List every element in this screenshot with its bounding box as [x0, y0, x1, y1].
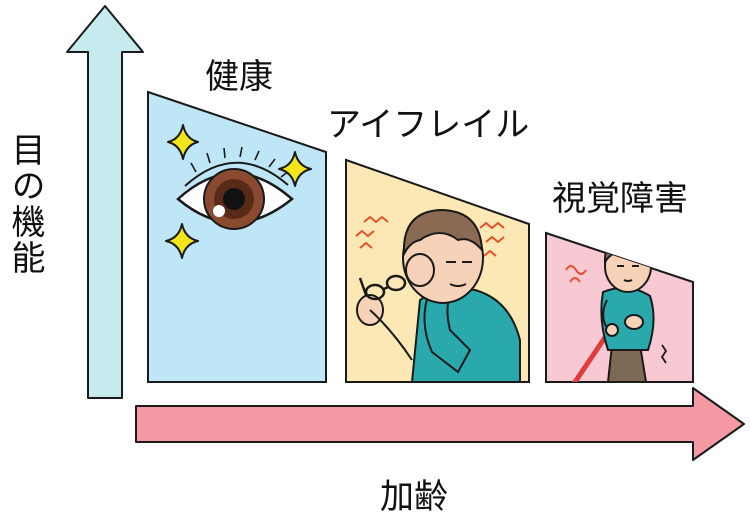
rubbing-eyes-man-icon	[355, 208, 521, 382]
x-axis-label: 加齢	[380, 477, 448, 517]
sparkle-icon	[278, 151, 312, 187]
x-axis-arrow	[135, 387, 745, 461]
stage-panel-visual-impairment	[545, 231, 694, 383]
y-axis-arrow	[66, 5, 144, 399]
sparkle-icon	[165, 223, 199, 259]
stage-panel-healthy	[147, 90, 327, 383]
stage-label-visual-impairment: 視覚障害	[552, 179, 688, 219]
sparkle-icon	[167, 124, 199, 160]
eye-icon	[176, 146, 294, 230]
glasses-icon	[358, 274, 407, 301]
y-axis-label: 目の機能	[5, 132, 45, 276]
stage-label-eye-frailty: アイフレイル	[327, 105, 530, 145]
stage-label-healthy: 健康	[205, 57, 273, 97]
stage-panel-eye-frailty	[345, 158, 530, 383]
